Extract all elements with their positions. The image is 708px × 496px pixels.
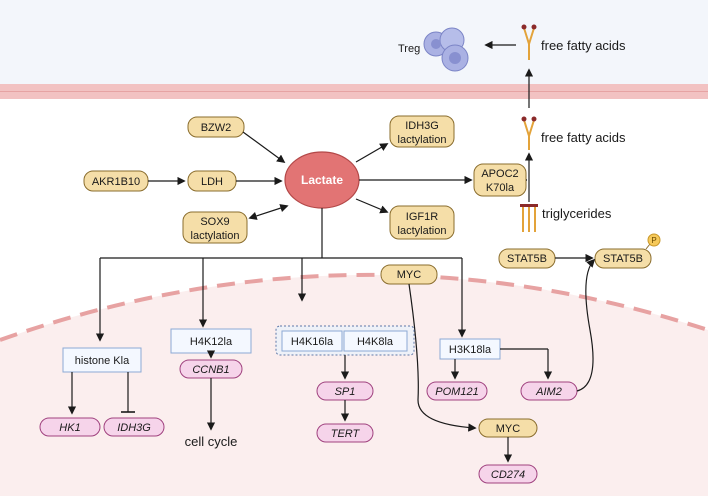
h4k16la-node: [281, 330, 343, 352]
arrow-lactate-igf1r: [355, 198, 389, 214]
triglycerides-head-icon: [520, 204, 538, 207]
arrow-myc-nucleus: [408, 283, 477, 432]
hk1-label: HK1: [59, 422, 80, 434]
lactate-label: Lactate: [301, 173, 343, 187]
treg-label: Treg: [398, 43, 420, 55]
histone-kla-node: [62, 347, 142, 373]
ffa-top-label: free fatty acids: [541, 38, 626, 53]
fatty-acid-head-icon: [531, 24, 537, 30]
aim2-label: AIM2: [535, 386, 562, 398]
pom121-node: [426, 381, 488, 401]
arrow-bzw2-lactate: [242, 131, 286, 163]
igf1r-lact-node: [389, 205, 455, 240]
apoc2-label-1: APOC2: [481, 168, 518, 180]
tert-node: [316, 423, 374, 443]
arrow-sox9-lactate: [248, 204, 289, 220]
stat5b-p-label: STAT5B: [603, 253, 643, 265]
stat5b-p-node: [594, 248, 652, 269]
tert-label: TERT: [331, 428, 361, 440]
arrow-lactate-idh3g: [355, 143, 389, 163]
histone-kla-label: histone Kla: [75, 355, 130, 367]
cd274-label: CD274: [491, 469, 525, 481]
akr1b10-label: AKR1B10: [92, 176, 140, 188]
h3k18la-label: H3K18la: [449, 344, 492, 356]
ccnb1-label: CCNB1: [192, 364, 229, 376]
idh3g-lact-label-2: lactylation: [398, 134, 447, 146]
ldh-label: LDH: [201, 176, 223, 188]
fatty-acid-head-icon: [521, 116, 527, 122]
h4k8la-label: H4K8la: [357, 336, 394, 348]
h4k16la-label: H4K16la: [291, 336, 334, 348]
cell-cycle-label: cell cycle: [185, 434, 238, 449]
treg-cells: [423, 27, 469, 72]
arrow-aim2-stat5b: [576, 258, 596, 392]
igf1r-lact-label-2: lactylation: [398, 225, 447, 237]
sox9-label-2: lactylation: [191, 230, 240, 242]
sp1-label: SP1: [335, 386, 356, 398]
idh3g-node: [103, 417, 165, 437]
bzw2-label: BZW2: [201, 122, 232, 134]
fatty-acid-head-icon: [531, 116, 537, 122]
stat5b-label: STAT5B: [507, 253, 547, 265]
phospho-link: [645, 243, 651, 250]
h4k8la-node: [343, 330, 408, 352]
myc-top-label: MYC: [397, 269, 422, 281]
extracellular-top-region: [0, 0, 708, 88]
fatty-acid-icon-mid: [523, 119, 535, 150]
cd274-node: [478, 464, 538, 484]
bzw2-node: [187, 116, 245, 138]
idh3g-lact-label-1: IDH3G: [405, 120, 439, 132]
hk1-node: [39, 417, 101, 437]
idh3g-label: IDH3G: [117, 422, 151, 434]
nuclear-envelope: [0, 272, 708, 342]
fatty-acid-head-icon: [521, 24, 527, 30]
phosphate-icon: [647, 233, 661, 247]
lactate-distribution-tree: [100, 208, 462, 259]
triglycerides-label: triglycerides: [542, 206, 612, 221]
fatty-acid-icon-top: [523, 27, 535, 60]
triglycerides-icon: [522, 206, 536, 232]
idh3g-lact-node: [389, 115, 455, 148]
pom121-label: POM121: [435, 386, 478, 398]
phosphate-label: P: [651, 236, 656, 245]
ffa-mid-label: free fatty acids: [541, 130, 626, 145]
sox9-label-1: SOX9: [200, 216, 229, 228]
apoc2-label-2: K70la: [486, 182, 515, 194]
sox9-node: [182, 211, 248, 244]
igf1r-lact-label-1: IGF1R: [406, 211, 438, 223]
myc-nuc-label: MYC: [496, 423, 521, 435]
h4k12la-label: H4K12la: [190, 336, 233, 348]
h4k12la-node: [170, 328, 252, 354]
